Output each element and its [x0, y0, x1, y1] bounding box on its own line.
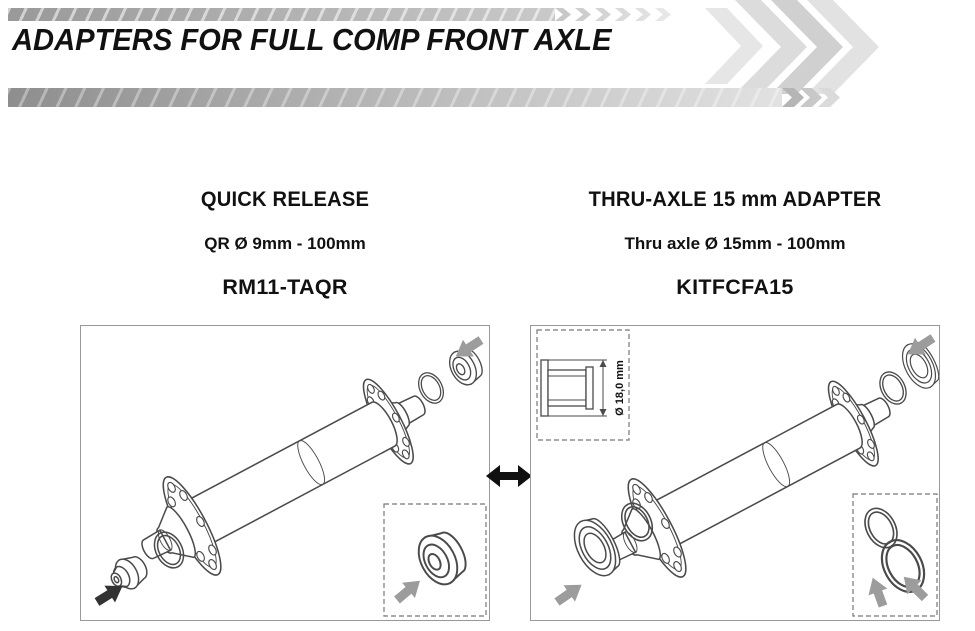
swap-arrow — [484, 461, 534, 491]
thru-axle-heading: THRU-AXLE 15 mm ADAPTER — [588, 188, 882, 211]
header-bottom-bar-chevrons-icon — [782, 88, 840, 107]
pointer-arrow-icon — [390, 573, 427, 608]
thru-axle-diagram-box: Ø 18,0 mm — [530, 325, 945, 621]
detail-inset-box — [852, 493, 938, 617]
detail-inset-box — [383, 503, 487, 617]
dimension-lines — [541, 359, 607, 417]
thru-axle-diagram: Ø 18,0 mm — [536, 329, 945, 617]
pointer-arrow-icon — [551, 576, 588, 611]
swap-arrow-icon — [486, 465, 532, 487]
quick-release-diagram — [91, 331, 489, 617]
page-title: ADAPTERS FOR FULL COMP FRONT AXLE — [12, 22, 612, 57]
thru-axle-part-number: KITFCFA15 — [676, 275, 794, 299]
header-bottom-bar — [8, 88, 782, 107]
quick-release-diagram-box — [80, 325, 490, 621]
inset-dimension-label: Ø 18,0 mm — [614, 360, 626, 416]
header-top-bar — [8, 8, 555, 21]
thru-axle-adapter-drawing: Ø 18,0 mm — [540, 359, 626, 417]
quick-release-heading: QUICK RELEASE — [200, 188, 370, 211]
quick-release-part-number: RM11-TAQR — [222, 275, 348, 299]
endcap-detail-drawing — [409, 523, 475, 592]
header-chevrons-icon — [555, 0, 879, 94]
thru-axle-spec: Thru axle Ø 15mm - 100mm — [624, 234, 846, 253]
pointer-arrow-icon — [896, 569, 933, 606]
quick-release-spec: QR Ø 9mm - 100mm — [204, 234, 366, 253]
adapter-inset-box — [536, 329, 630, 441]
front-hub-drawing — [582, 355, 915, 603]
